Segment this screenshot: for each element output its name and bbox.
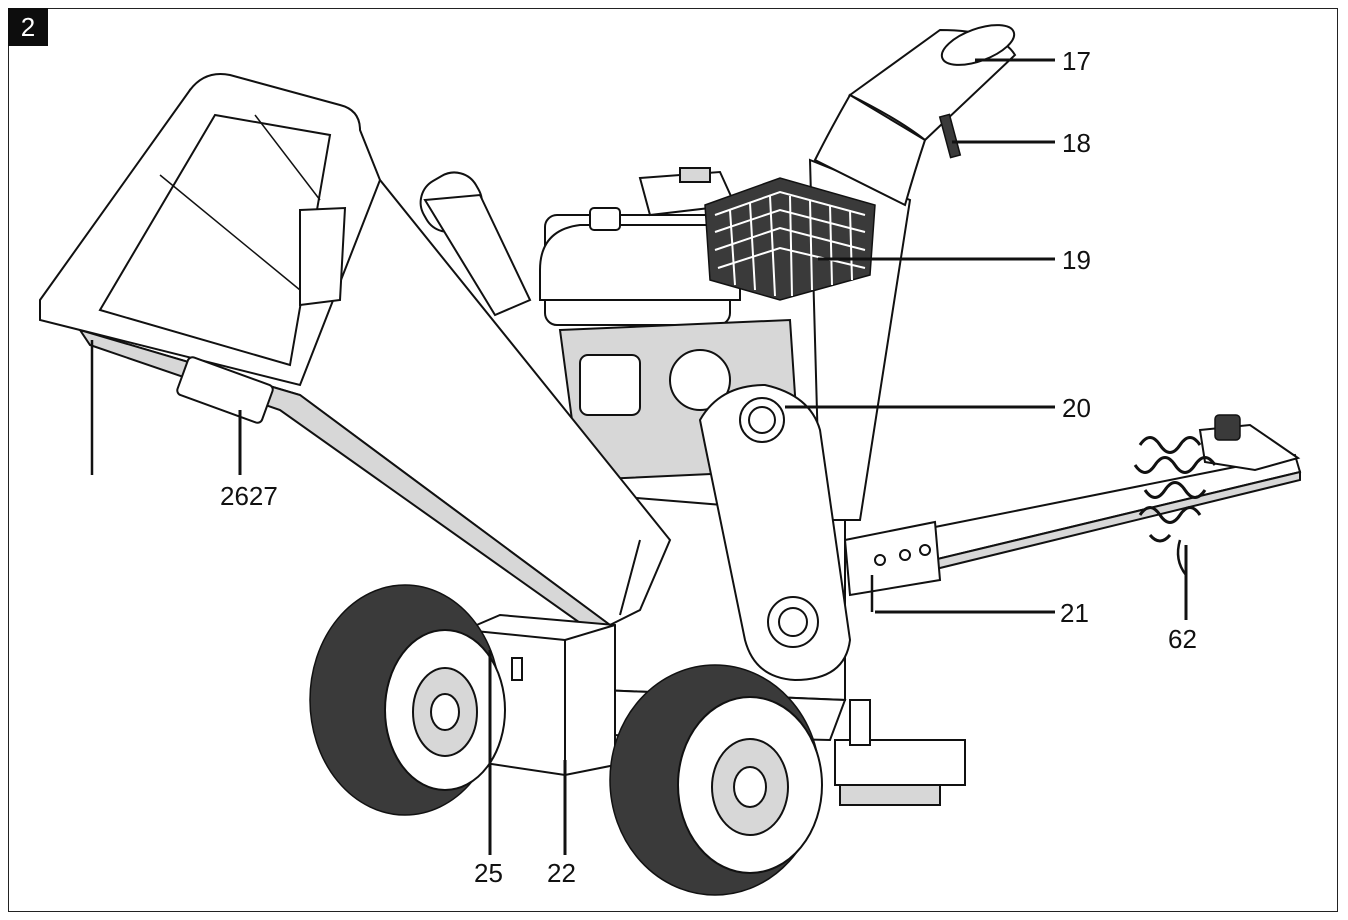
callout-20: 20	[1062, 393, 1091, 423]
leader-lines	[90, 58, 1188, 855]
callout-62: 62	[1168, 624, 1197, 654]
callout-22: 22	[547, 858, 576, 888]
callout-19: 19	[1062, 245, 1091, 275]
figure-number-badge: 2	[8, 8, 48, 46]
callout-2627: 2627	[220, 481, 278, 511]
callout-25: 25	[474, 858, 503, 888]
support-stand	[834, 699, 966, 806]
callout-17: 17	[1062, 46, 1091, 76]
left-wheel	[309, 584, 506, 816]
air-filter-grille	[704, 177, 876, 301]
safety-chain	[1133, 436, 1217, 576]
callout-18: 18	[1062, 128, 1091, 158]
feed-hopper	[39, 73, 672, 632]
engine	[539, 167, 802, 482]
belt-cover	[698, 383, 852, 682]
callout-21: 21	[1060, 598, 1089, 628]
right-wheel	[609, 664, 823, 896]
tow-bar	[843, 414, 1302, 597]
